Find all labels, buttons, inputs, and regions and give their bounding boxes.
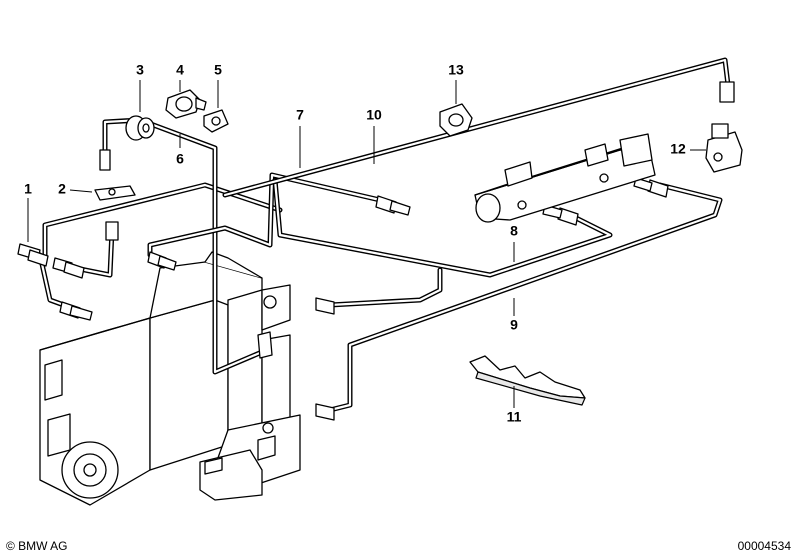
copyright-notice: © BMW AG <box>6 539 68 553</box>
document-number: 00004534 <box>737 539 791 553</box>
callout-7: 7 <box>296 107 304 123</box>
clip-part-13 <box>439 103 473 137</box>
clip-part-4 <box>165 89 207 119</box>
callout-10: 10 <box>366 107 382 123</box>
bracket-part-11 <box>469 355 586 406</box>
callout-9: 9 <box>510 317 518 333</box>
valve-body <box>474 133 656 223</box>
hydraulic-unit <box>39 251 301 506</box>
leader-lines <box>27 80 706 408</box>
callout-1: 1 <box>24 181 32 197</box>
callout-2: 2 <box>58 181 66 197</box>
callout-4: 4 <box>176 62 184 78</box>
callout-5: 5 <box>214 62 222 78</box>
clip-part-5 <box>203 109 229 133</box>
callout-3: 3 <box>136 62 144 78</box>
callout-11: 11 <box>507 409 522 425</box>
callout-8: 8 <box>510 223 518 239</box>
callouts: 1 2 3 4 5 6 7 8 9 10 11 12 13 <box>24 62 686 425</box>
t-piece-part-12 <box>705 123 743 173</box>
callout-6: 6 <box>176 151 184 167</box>
callout-13: 13 <box>448 62 464 78</box>
grommet-part-3 <box>125 115 155 141</box>
bracket-part-2 <box>94 185 136 201</box>
callout-12: 12 <box>670 141 686 157</box>
pipe-fittings <box>17 81 735 421</box>
